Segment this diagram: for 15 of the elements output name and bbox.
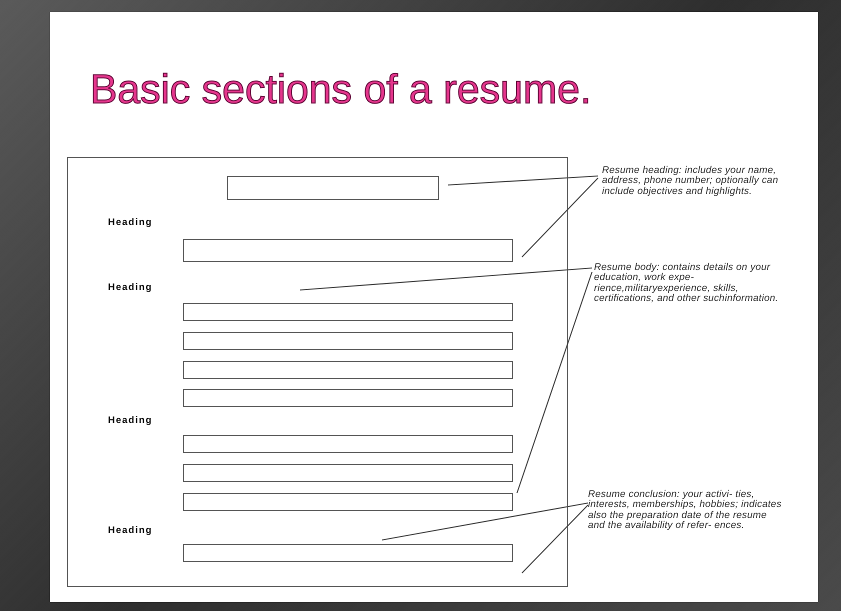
leader-line [300,267,592,291]
section-heading: Heading [108,282,152,293]
page-outline [67,157,568,587]
leader-line [382,502,588,541]
leader-line [522,178,598,258]
leader-line [522,504,588,574]
callout-text: Resume conclusion: your activi- ties, interests, memberships, hobbies; indicates also the preparation date of the resume and the availability of refer- ences. [588,490,783,532]
leader-line [516,272,593,494]
section-heading: Heading [108,415,152,426]
leader-line [448,175,598,186]
section-heading: Heading [108,217,152,228]
callout-text: Resume body: contains details on your education, work expe- rience,militaryexperience, skills, certifications, and other suchinformation. [594,263,784,305]
callout-text: Resume heading: includes your name, address, phone number; optionally can include objectives and highlights. [602,166,787,198]
section-heading: Heading [108,525,152,536]
slide-title: Basic sections of a resume. [90,66,592,113]
